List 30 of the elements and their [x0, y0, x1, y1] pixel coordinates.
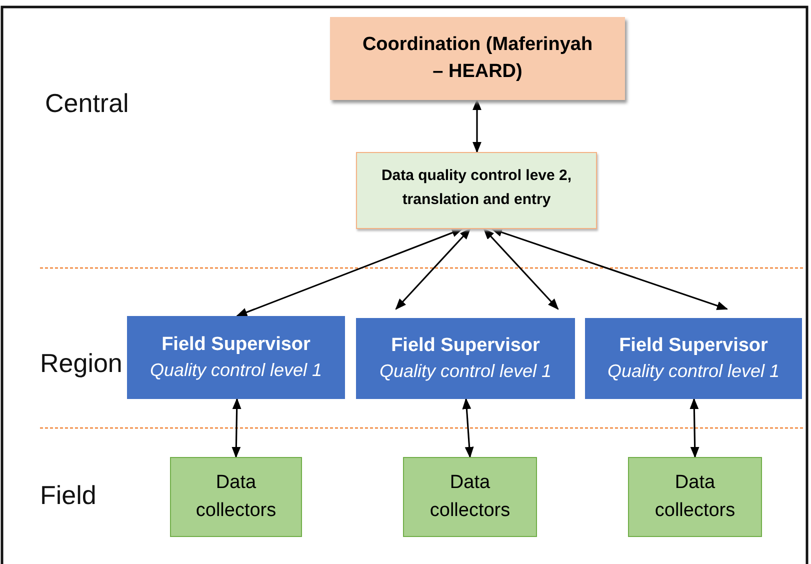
- arrow: [395, 228, 471, 310]
- node-title: Data collectors: [428, 471, 512, 523]
- arrow: [472, 98, 482, 154]
- arrow: [462, 398, 474, 458]
- node-subtitle: Quality control level 1: [150, 360, 322, 381]
- arrow: [232, 398, 242, 458]
- node-title: Data collectors: [654, 471, 736, 523]
- node-title: Coordination (Maferinyah – HEARD): [361, 32, 594, 84]
- data-collectors-box: [403, 457, 537, 537]
- level-label: Field: [40, 480, 96, 511]
- arrow: [236, 228, 464, 317]
- arrow: [490, 228, 728, 310]
- supervisor-box: [585, 318, 802, 399]
- arrow: [483, 228, 559, 310]
- process-box: [356, 152, 597, 229]
- level-label: Region: [40, 348, 122, 379]
- coordination-box: [330, 17, 625, 100]
- supervisor-box: [356, 318, 575, 399]
- data-collectors-box: [170, 457, 302, 537]
- node-subtitle: Quality control level 1: [379, 361, 552, 382]
- data-collectors-box: [628, 457, 762, 537]
- node-title: Field Supervisor: [162, 334, 310, 356]
- level-label: Central: [45, 88, 129, 119]
- supervisor-box: [127, 316, 345, 399]
- node-title: Field Supervisor: [391, 335, 540, 357]
- arrow: [690, 398, 700, 458]
- node-title: Field Supervisor: [619, 335, 768, 357]
- node-subtitle: Quality control level 1: [607, 361, 780, 382]
- node-title: Data collectors: [194, 471, 278, 523]
- node-title: Data quality control leve 2, translation and entry: [380, 166, 573, 210]
